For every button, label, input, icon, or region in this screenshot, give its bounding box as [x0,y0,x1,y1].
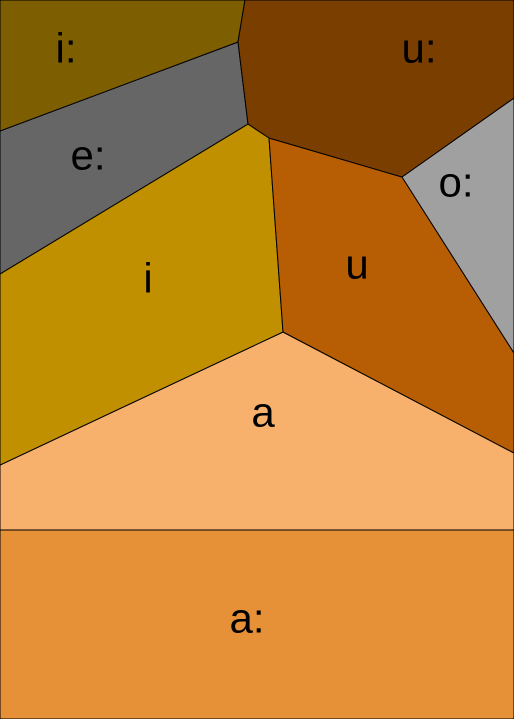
region-long-o-label: o: [438,159,473,206]
region-long-u: u: [237,0,514,178]
region-short-u-label: u [345,241,368,288]
region-long-u-label: u: [401,25,436,72]
region-long-a: a: [0,529,514,719]
region-long-i-label: i: [56,25,77,72]
region-long-a-label: a: [229,595,264,642]
region-long-e-label: e: [70,132,105,179]
region-long-u-shape [237,0,514,178]
region-short-i-label: i [143,255,152,302]
region-short-a-label: a [251,389,275,436]
